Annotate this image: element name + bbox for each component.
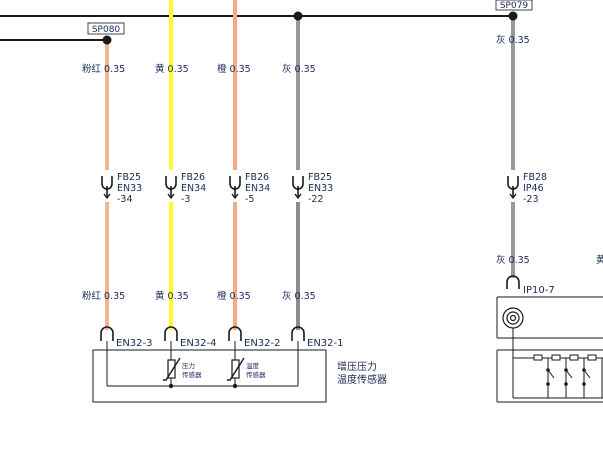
inline-connector-3: FB26 EN34 -5 [229,172,270,205]
ip10-module [496,296,603,403]
junction-dot [232,383,238,389]
junction-dot [582,382,586,386]
svg-text:EN33: EN33 [117,183,142,194]
wire-label-edge: 黄 [596,254,603,266]
svg-text:-22: -22 [308,194,324,205]
splice-dot-sp080 [102,35,112,45]
coil-icon [502,307,524,329]
pressure-sensor-element: 压力 传感器 [163,357,202,381]
svg-text:FB26: FB26 [181,172,205,183]
splice-label-box-sp080 [87,22,125,35]
splice-dot-sp079 [508,11,518,21]
sensor-pin-4: EN32-1 [291,326,344,349]
svg-text:IP10-7: IP10-7 [523,285,555,296]
svg-text:EN32-2: EN32-2 [244,338,281,349]
junction-dot [564,382,568,386]
svg-text:传感器: 传感器 [246,370,266,379]
svg-text:FB26: FB26 [245,172,269,183]
wire-label-3-bottom: 橙 0.35 [217,290,251,302]
wire-label-5-top: 灰 0.35 [496,34,530,46]
svg-text:IP46: IP46 [523,183,544,194]
ip10-pin: IP10-7 [506,275,555,296]
svg-text:EN32-1: EN32-1 [307,338,344,349]
sensor-pin-1: EN32-3 [100,326,153,349]
junction-dot [168,383,174,389]
inline-connector-5: FB28 IP46 -23 [507,172,547,205]
wire-label-2-top: 黄 0.35 [155,63,189,75]
wire-label-4-bottom: 灰 0.35 [282,290,316,302]
splice-label-sp080: SP080 [92,25,121,35]
svg-text:FB28: FB28 [523,172,547,183]
splice-dot-top [293,11,303,21]
svg-text:FB25: FB25 [308,172,332,183]
svg-text:EN34: EN34 [245,183,270,194]
wire-label-2-bottom: 黄 0.35 [155,290,189,302]
junction-dot [564,368,568,372]
wire-label-3-top: 橙 0.35 [217,63,251,75]
junction-dot [582,368,586,372]
wire-label-5-bottom: 灰 0.35 [496,254,530,266]
svg-text:-23: -23 [523,194,539,205]
svg-text:FB25: FB25 [117,172,141,183]
junction-dot [546,368,550,372]
svg-text:EN33: EN33 [308,183,333,194]
sensor-caption: 增压压力 [337,360,377,373]
sensor-pin-2: EN32-4 [164,326,217,349]
sensor-pin-3: EN32-2 [228,326,281,349]
splice-label-box-sp079 [495,0,533,11]
inline-connector-2: FB26 EN34 -3 [165,172,206,205]
sensor-body [92,349,327,403]
svg-text:EN34: EN34 [181,183,206,194]
junction-dot [546,382,550,386]
inline-connector-1: FB25 EN33 -34 [101,172,142,205]
wire-label-4-top: 灰 0.35 [282,63,316,75]
svg-text:-3: -3 [181,194,190,205]
temperature-sensor-element: 温度 传感器 [227,357,266,381]
svg-text:压力: 压力 [182,361,195,370]
wire-label-1-bottom: 粉红 0.35 [82,290,125,302]
svg-text:传感器: 传感器 [182,370,202,379]
svg-text:-34: -34 [117,194,133,205]
svg-text:EN32-4: EN32-4 [180,338,217,349]
svg-text:EN32-3: EN32-3 [116,338,153,349]
svg-text:温度: 温度 [246,361,260,370]
svg-text:-5: -5 [245,194,254,205]
sensor-caption: 温度传感器 [337,373,387,386]
inline-connector-4: FB25 EN33 -22 [292,172,333,205]
wire-label-1-top: 粉红 0.35 [82,63,125,75]
splice-label-sp079: SP079 [500,1,529,11]
